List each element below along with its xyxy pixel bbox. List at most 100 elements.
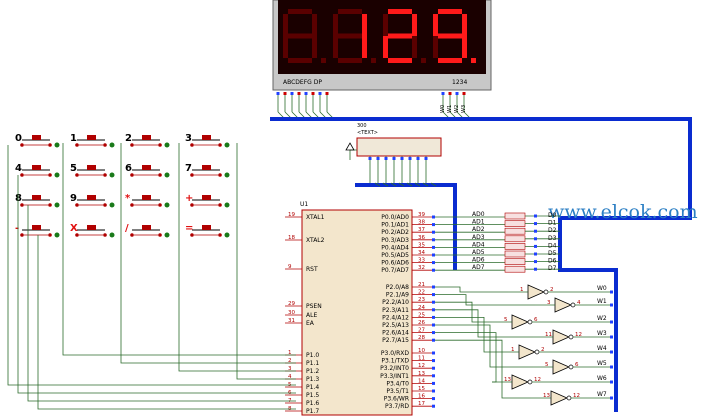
pin-dot [304, 92, 308, 95]
pin-dot [432, 366, 435, 370]
keypad-key[interactable]: / [125, 223, 170, 238]
bus-taps [374, 182, 437, 187]
mcu-pin-number: 21 [418, 282, 425, 288]
pin-dot [432, 293, 435, 297]
driver-output-label: W1 [597, 298, 607, 305]
keypad-key[interactable]: 5 [70, 163, 115, 178]
keypad-key[interactable]: 6 [125, 163, 170, 178]
keypad-wire [236, 143, 296, 380]
pin-dot [392, 157, 396, 160]
svg-text:1: 1 [520, 287, 524, 293]
keypad-key[interactable]: 1 [70, 133, 115, 148]
pin-dot [534, 222, 537, 226]
keypad-key[interactable]: 3 [185, 133, 230, 148]
svg-text:2: 2 [550, 287, 554, 293]
keypad-key[interactable]: 4 [15, 163, 60, 178]
mcu-pin-name: P2.2/A10 [382, 299, 409, 306]
keypad-key[interactable]: * [125, 193, 170, 208]
keypad-key[interactable]: + [185, 193, 230, 208]
keypad-key[interactable]: 7 [185, 163, 230, 178]
pin-dot [432, 338, 435, 342]
mcu-pin-number: 13 [418, 371, 425, 377]
pin-dot [368, 157, 372, 160]
mcu-pin-number: 31 [288, 318, 295, 324]
segment [312, 14, 317, 36]
keypad-key[interactable]: 9 [70, 193, 115, 208]
mcu-pin-number: 28 [418, 335, 425, 341]
segment [388, 9, 412, 14]
d-label: D0 [548, 212, 557, 219]
pin-dot [290, 92, 294, 95]
keypad-key-label: 2 [125, 133, 132, 144]
mcu-pin-number: 36 [418, 235, 425, 241]
pin-dot [432, 215, 435, 219]
mcu-pin-name: P3.5/T1 [386, 388, 409, 395]
keypad-wire [178, 143, 296, 372]
segment [433, 14, 438, 36]
segment [362, 14, 367, 36]
mcu-pin-name: P0.4/AD4 [381, 244, 409, 251]
decimal-point [471, 58, 476, 63]
decimal-point [371, 58, 376, 63]
pin-dot [408, 157, 412, 160]
mcu-pin-number: 33 [418, 258, 425, 264]
keypad-key[interactable]: 0 [15, 133, 60, 148]
mcu-pin-name: P2.3/A11 [382, 307, 409, 314]
keypad-key[interactable]: 2 [125, 133, 170, 148]
ad-label: AD2 [472, 226, 485, 233]
pin-dot [534, 252, 537, 256]
segment [383, 36, 388, 58]
keypad-key[interactable]: 8 [15, 193, 60, 208]
segment [438, 33, 462, 39]
svg-text:12: 12 [534, 377, 541, 383]
resistor-pack[interactable]: 300 <TEXT> [345, 123, 442, 183]
bus-tap [398, 182, 405, 187]
display-digit [433, 9, 476, 63]
mcu-pin-number: 30 [288, 310, 295, 316]
ad-label: AD0 [472, 211, 485, 218]
mcu-pin-number: 37 [418, 227, 425, 233]
mcu-pin-name: P2.6/A14 [382, 330, 409, 337]
pin-dot [432, 323, 435, 327]
mcu-pin-name: P3.6/WR [384, 396, 409, 403]
ad-label: AD6 [472, 257, 485, 264]
pin-dot [432, 351, 435, 355]
data-resistor [504, 243, 526, 250]
mcu-pin-name: P0.1/AD1 [381, 222, 409, 229]
pin-dot [432, 359, 435, 363]
keypad-key-label: 9 [70, 193, 77, 204]
pin-dot [432, 308, 435, 312]
segment [333, 36, 338, 58]
pin-dot [432, 245, 435, 249]
pin-dot [325, 92, 329, 95]
keypad-key-label: 3 [185, 133, 192, 144]
mcu-pin-name: P1.3 [306, 376, 319, 383]
keypad-wire [120, 143, 296, 364]
keypad-key[interactable]: - [15, 223, 60, 238]
mcu-pin-number: 35 [418, 242, 425, 248]
keypad-key[interactable]: = [185, 223, 230, 238]
mcu-pin-number: 4 [288, 374, 292, 380]
keypad-wire [37, 235, 296, 410]
svg-text:13: 13 [543, 393, 550, 399]
segment [412, 36, 417, 58]
display-digit [283, 9, 326, 63]
data-resistor [504, 250, 526, 258]
svg-text:1: 1 [511, 347, 515, 353]
mcu-pin-number: 10 [418, 348, 425, 354]
keypad-key[interactable]: X [70, 223, 115, 238]
mcu-pin-name: P1.6 [306, 400, 319, 407]
driver-output-label: W2 [597, 315, 607, 322]
mcu-pin-name: P0.0/AD0 [381, 214, 409, 221]
bus-tap [390, 182, 397, 187]
mcu-pin-number: 29 [288, 301, 295, 307]
decimal-point [321, 58, 326, 63]
svg-text:4: 4 [577, 300, 581, 306]
